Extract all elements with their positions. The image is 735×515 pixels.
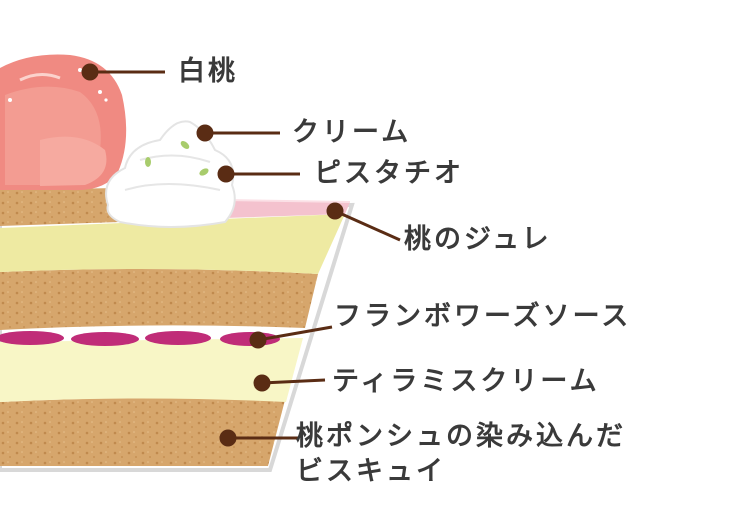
pistachio-bits xyxy=(145,141,209,176)
label-biscuit-line1: 桃ポンシュの染み込んだ xyxy=(296,421,626,452)
top-sponge xyxy=(0,188,123,226)
label-framboise-sauce: フランボワーズソース xyxy=(334,301,632,332)
tiramisu-cream-layer xyxy=(0,338,303,402)
white-peach xyxy=(0,54,127,191)
label-pistachio: ピスタチオ xyxy=(314,158,464,189)
peach-jelly-layer xyxy=(225,200,350,218)
leader-lines xyxy=(81,63,401,447)
whipped-cream xyxy=(105,120,236,228)
sponge-layer xyxy=(0,268,318,330)
label-cream: クリーム xyxy=(292,117,412,148)
label-tiramisu-cream: ティラミスクリーム xyxy=(332,366,600,397)
label-white-peach: 白桃 xyxy=(178,56,238,87)
label-peach-jelly: 桃のジュレ xyxy=(404,224,552,255)
label-biscuit-line2: ビスキュイ xyxy=(296,456,446,487)
custard-layer xyxy=(0,214,345,274)
biscuit-layer xyxy=(0,397,285,466)
